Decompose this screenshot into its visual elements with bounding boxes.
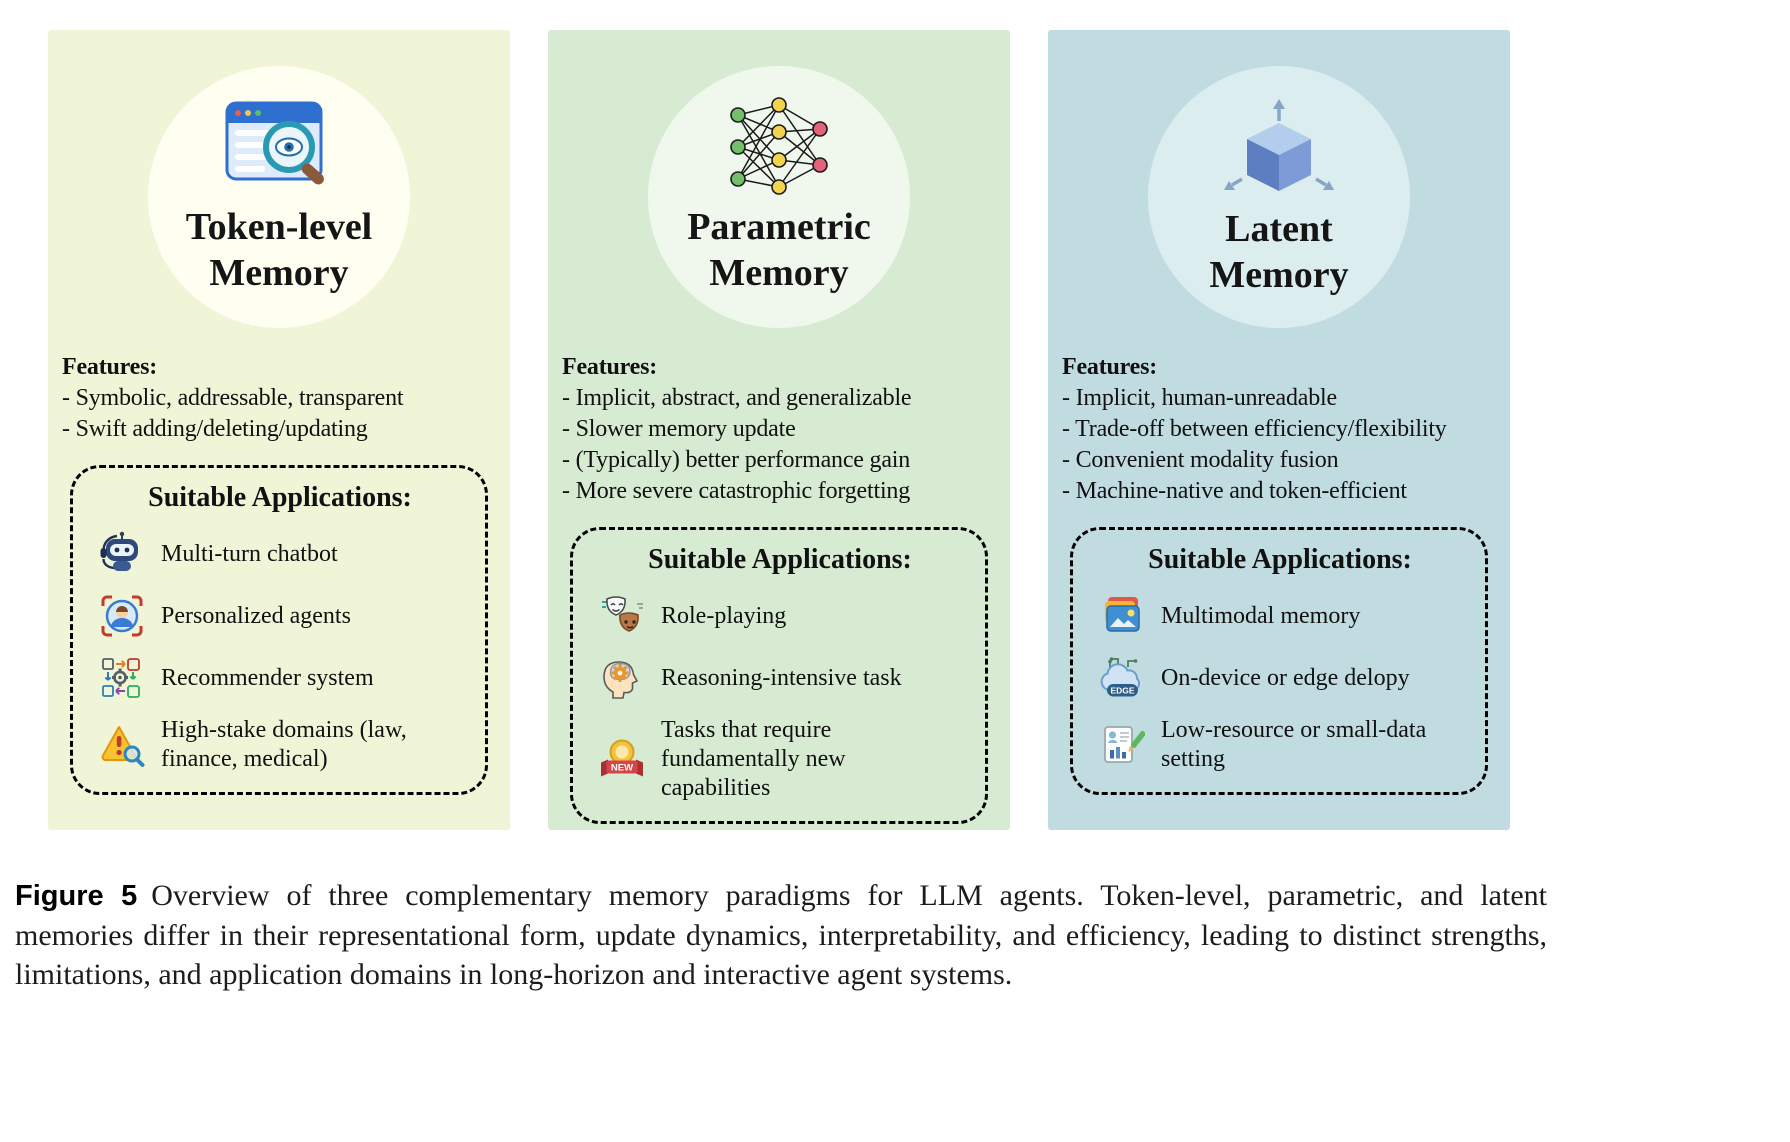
app-item-new-capabilities: NEW Tasks that require fundamentally new… [587,716,973,803]
app-label: On-device or edge delopy [1161,664,1410,691]
feature-item: - Swift adding/deleting/updating [62,416,368,442]
feature-item: - Convenient modality fusion [1062,447,1339,473]
applications-heading: Suitable Applications: [148,482,412,513]
app-item-low-resource: Low-resource or small-data setting [1087,716,1473,774]
app-label: Low-resource or small-data setting [1161,717,1427,772]
panel-title-line: Memory [209,252,349,294]
multimodal-photos-icon [1097,592,1147,640]
reasoning-head-gear-icon [597,654,647,702]
role-playing-masks-icon [597,592,647,640]
app-label: Tasks that require fundamentally new cap… [661,717,846,801]
app-label: Recommender system [161,664,374,691]
token-table-magnifier-icon [223,97,335,197]
latent-header-circle: Latent Memory [1148,66,1410,328]
panel-latent-memory: Latent Memory Features: - Implicit, huma… [1048,30,1510,830]
chatbot-icon [97,530,147,578]
app-item-recommender-system: Recommender system [87,654,473,702]
features-heading: Features: [1062,354,1158,380]
app-item-edge-deploy: EDGE On-device or edge delopy [1087,654,1473,702]
feature-item: - More severe catastrophic forgetting [562,478,911,504]
feature-item: - Implicit, abstract, and generalizable [562,385,912,411]
personalized-agent-icon [97,592,147,640]
app-item-multi-turn-chatbot: Multi-turn chatbot [87,530,473,578]
panel-token-level-memory: Token-level Memory Features: - Symbolic,… [48,30,510,830]
feature-item: - Machine-native and token-efficient [1062,478,1407,504]
edge-label-text: EDGE [1110,685,1134,695]
panel-title-line: Parametric [687,206,871,249]
app-label: Multimodal memory [1161,602,1361,629]
feature-item: - Slower memory update [562,416,796,442]
app-item-role-playing: Role-playing [587,592,973,640]
latent-cube-icon [1217,95,1341,199]
parametric-header-circle: Parametric Memory [648,66,910,328]
panel-title-line: Memory [1209,254,1349,296]
figure-caption-label: Figure 5 [15,880,138,912]
memory-panels-row: Token-level Memory Features: - Symbolic,… [48,30,1510,830]
app-item-reasoning-intensive: Reasoning-intensive task [587,654,973,702]
applications-heading: Suitable Applications: [1148,544,1412,575]
new-badge-text: NEW [611,762,633,773]
features-heading: Features: [62,354,158,380]
parametric-suitable-applications-box: Suitable Applications: [570,527,988,824]
app-label: High-stake domains (law, finance, medica… [161,717,407,772]
panel-title-latent: Latent Memory [1209,207,1348,298]
feature-item: - (Typically) better performance gain [562,447,911,473]
small-data-document-icon [1097,721,1147,769]
feature-item: - Symbolic, addressable, transparent [62,385,404,411]
warning-magnifier-icon [97,721,147,769]
parametric-features-section: Features: - Implicit, abstract, and gene… [562,352,1004,507]
panel-title-parametric: Parametric Memory [687,205,871,296]
feature-item: - Trade-off between efficiency/flexibili… [1062,416,1447,442]
app-item-high-stake-domains: High-stake domains (law, finance, medica… [87,716,473,774]
features-heading: Features: [562,354,658,380]
neural-network-icon [724,97,834,197]
latent-features-section: Features: - Implicit, human-unreadable -… [1062,352,1504,507]
app-label: Multi-turn chatbot [161,540,338,567]
app-item-multimodal-memory: Multimodal memory [1087,592,1473,640]
recommender-system-icon [97,654,147,702]
panel-parametric-memory: Parametric Memory Features: - Implicit, … [548,30,1010,830]
edge-cloud-icon: EDGE [1097,654,1147,702]
feature-item: - Implicit, human-unreadable [1062,385,1337,411]
new-badge-icon: NEW [597,736,647,784]
figure-caption-text: Overview of three complementary memory p… [15,879,1547,991]
panel-title-line: Memory [709,252,849,294]
app-label: Personalized agents [161,602,351,629]
token-header-circle: Token-level Memory [148,66,410,328]
panel-title-token: Token-level Memory [186,205,373,296]
app-label: Role-playing [661,602,787,629]
latent-suitable-applications-box: Suitable Applications: Multimodal memory [1070,527,1488,795]
applications-heading: Suitable Applications: [648,544,912,575]
app-item-personalized-agents: Personalized agents [87,592,473,640]
token-suitable-applications-box: Suitable Applications: [70,465,488,795]
app-label: Reasoning-intensive task [661,664,902,691]
panel-title-line: Latent [1225,208,1333,251]
panel-title-line: Token-level [185,206,373,249]
token-features-section: Features: - Symbolic, addressable, trans… [62,352,504,445]
